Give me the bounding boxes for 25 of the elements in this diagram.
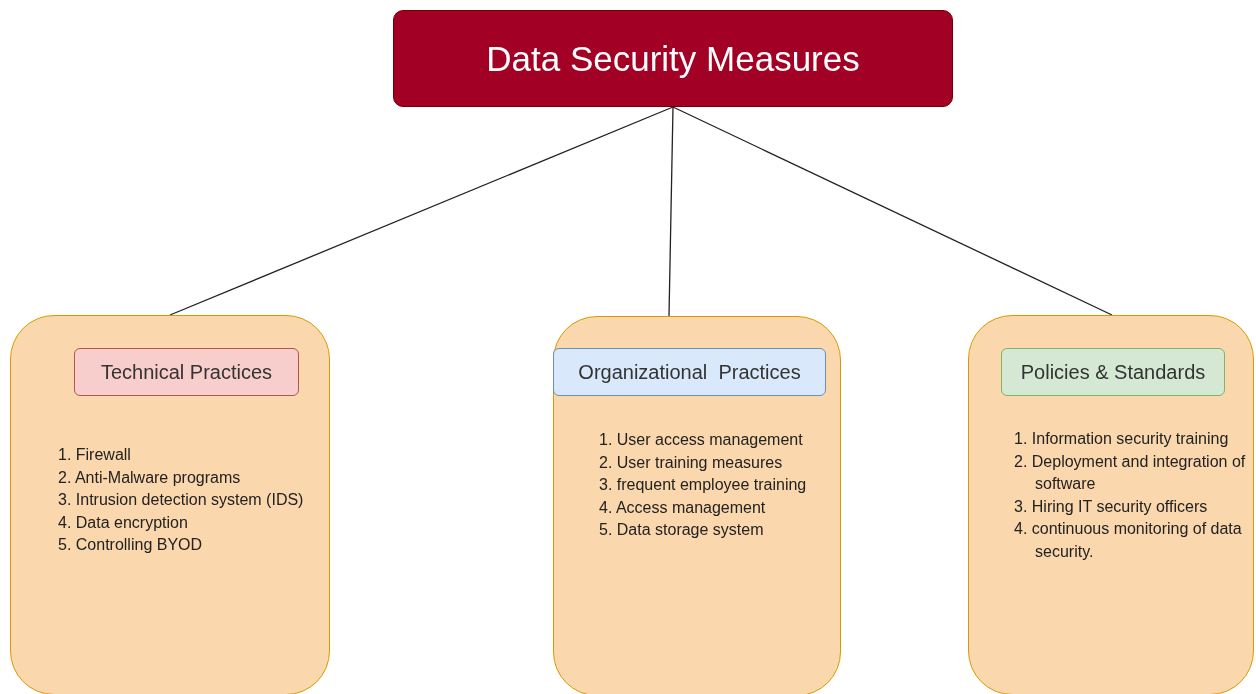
- category-card: [968, 315, 1254, 694]
- list-item: 2. User training measures: [599, 452, 784, 473]
- title-box: [393, 10, 953, 107]
- title-text: Data Security Measures: [486, 38, 860, 79]
- list-item: 5. Data storage system: [599, 520, 765, 540]
- list-item: 2. Deployment and integration of software: [1014, 451, 1247, 494]
- list-item: 3. Hiring IT security officers: [1014, 496, 1209, 517]
- connector-line: [169, 106, 674, 316]
- category-card: [10, 315, 330, 694]
- list-item: 3. Intrusion detection system (IDS): [58, 490, 305, 510]
- connector-line: [668, 106, 674, 317]
- connector-line: [672, 106, 1113, 316]
- list-item: 4. continuous monitoring of data security.: [1014, 519, 1243, 562]
- list-item: 3. frequent employee training: [599, 475, 808, 495]
- category-card: [553, 316, 841, 694]
- list-item: 4. Access management: [599, 497, 767, 518]
- category-header: Organizational Practices: [553, 348, 826, 396]
- list-item: 1. Firewall: [58, 445, 132, 465]
- category-header: Technical Practices: [74, 348, 299, 396]
- list-item: 1. Information security training: [1014, 429, 1230, 449]
- list-item: 4. Data encryption: [58, 512, 189, 533]
- list-item: 5. Controlling BYOD: [58, 535, 204, 555]
- list-item: 1. User access management: [599, 430, 804, 450]
- category-header: Policies & Standards: [1001, 348, 1225, 396]
- list-item: 2. Anti-Malware programs: [58, 467, 242, 488]
